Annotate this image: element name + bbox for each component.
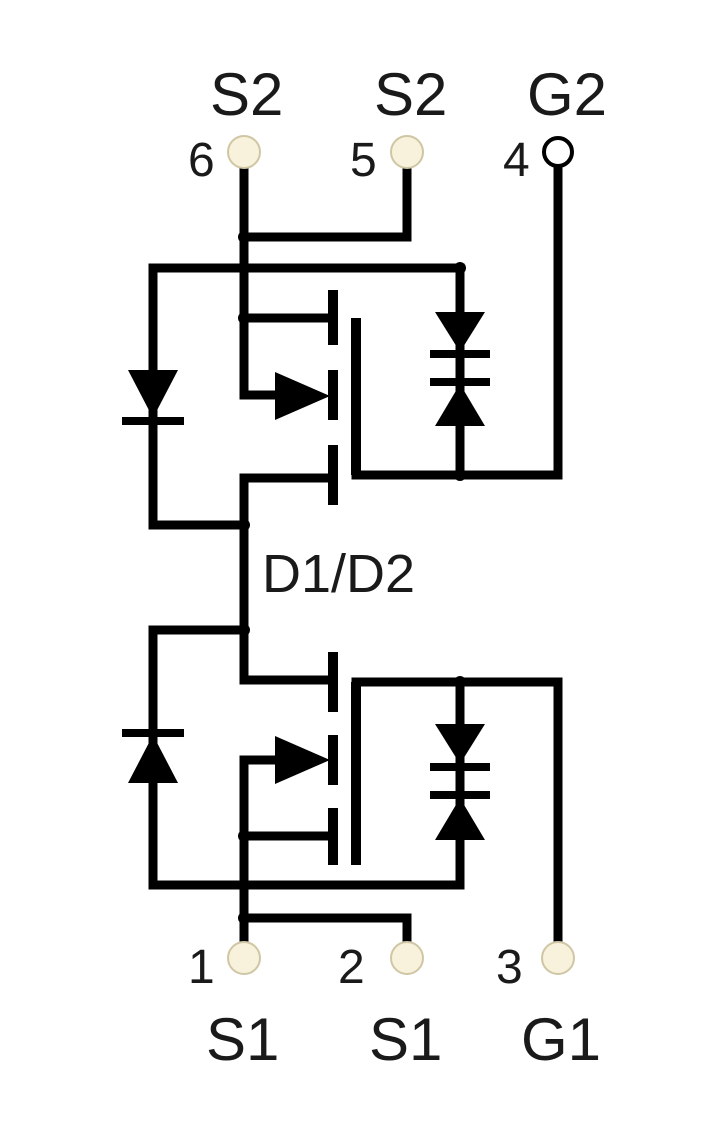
pin-pad-3 [541,941,575,975]
pin-number-6: 6 [188,134,215,187]
pin-pad-5 [390,135,424,169]
pin-name-6: S2 [210,61,283,128]
pin-pad-1 [227,941,261,975]
junction-dot [238,519,250,531]
zener-icon [435,312,485,352]
junction-dot [454,262,466,274]
junction-dot [238,830,250,842]
wire-gate-g1 [351,677,563,955]
mosfet-q2 [122,160,563,530]
junction-dot [238,231,250,243]
pin-number-1: 1 [188,941,215,994]
wire-gate-g2 [351,160,563,480]
pin-number-4: 4 [503,134,530,187]
junction-dots [238,231,466,924]
junction-dot [238,312,250,324]
pin-name-5: S2 [374,61,447,128]
wire-body-diode-loop [148,263,249,530]
pin-pad-4 [542,136,574,168]
zener-icon [435,724,485,764]
pin-pad-2 [390,941,424,975]
pin-number-3: 3 [496,941,523,994]
body-arrow [275,372,330,420]
wire-source-s2 [239,160,290,400]
wire-pin2-tie [239,913,412,955]
wire-drain-q1 [239,625,338,685]
pin-name-2: S1 [369,1006,442,1073]
junction-dot [238,624,250,636]
pin-pads [227,135,575,975]
pin-pad-6 [227,135,261,169]
pin-name-4: G2 [527,61,607,128]
diode-icon [128,735,178,783]
pin-number-2: 2 [338,941,365,994]
zener-icon [435,798,485,840]
wire-pin5-tie [239,160,412,242]
pin-name-3: G1 [521,1006,601,1073]
pin-name-1: S1 [206,1006,279,1073]
junction-dot [238,262,250,274]
node-label: D1/D2 [262,544,415,604]
wire-drain-q2 [239,473,338,530]
pin-number-5: 5 [350,134,377,187]
junction-dot [454,676,466,688]
junction-dot [238,879,250,891]
junction-dot [454,469,466,481]
diode-icon [128,370,178,418]
zener-icon [435,384,485,426]
body-arrow [275,736,330,784]
junction-dot [238,912,250,924]
